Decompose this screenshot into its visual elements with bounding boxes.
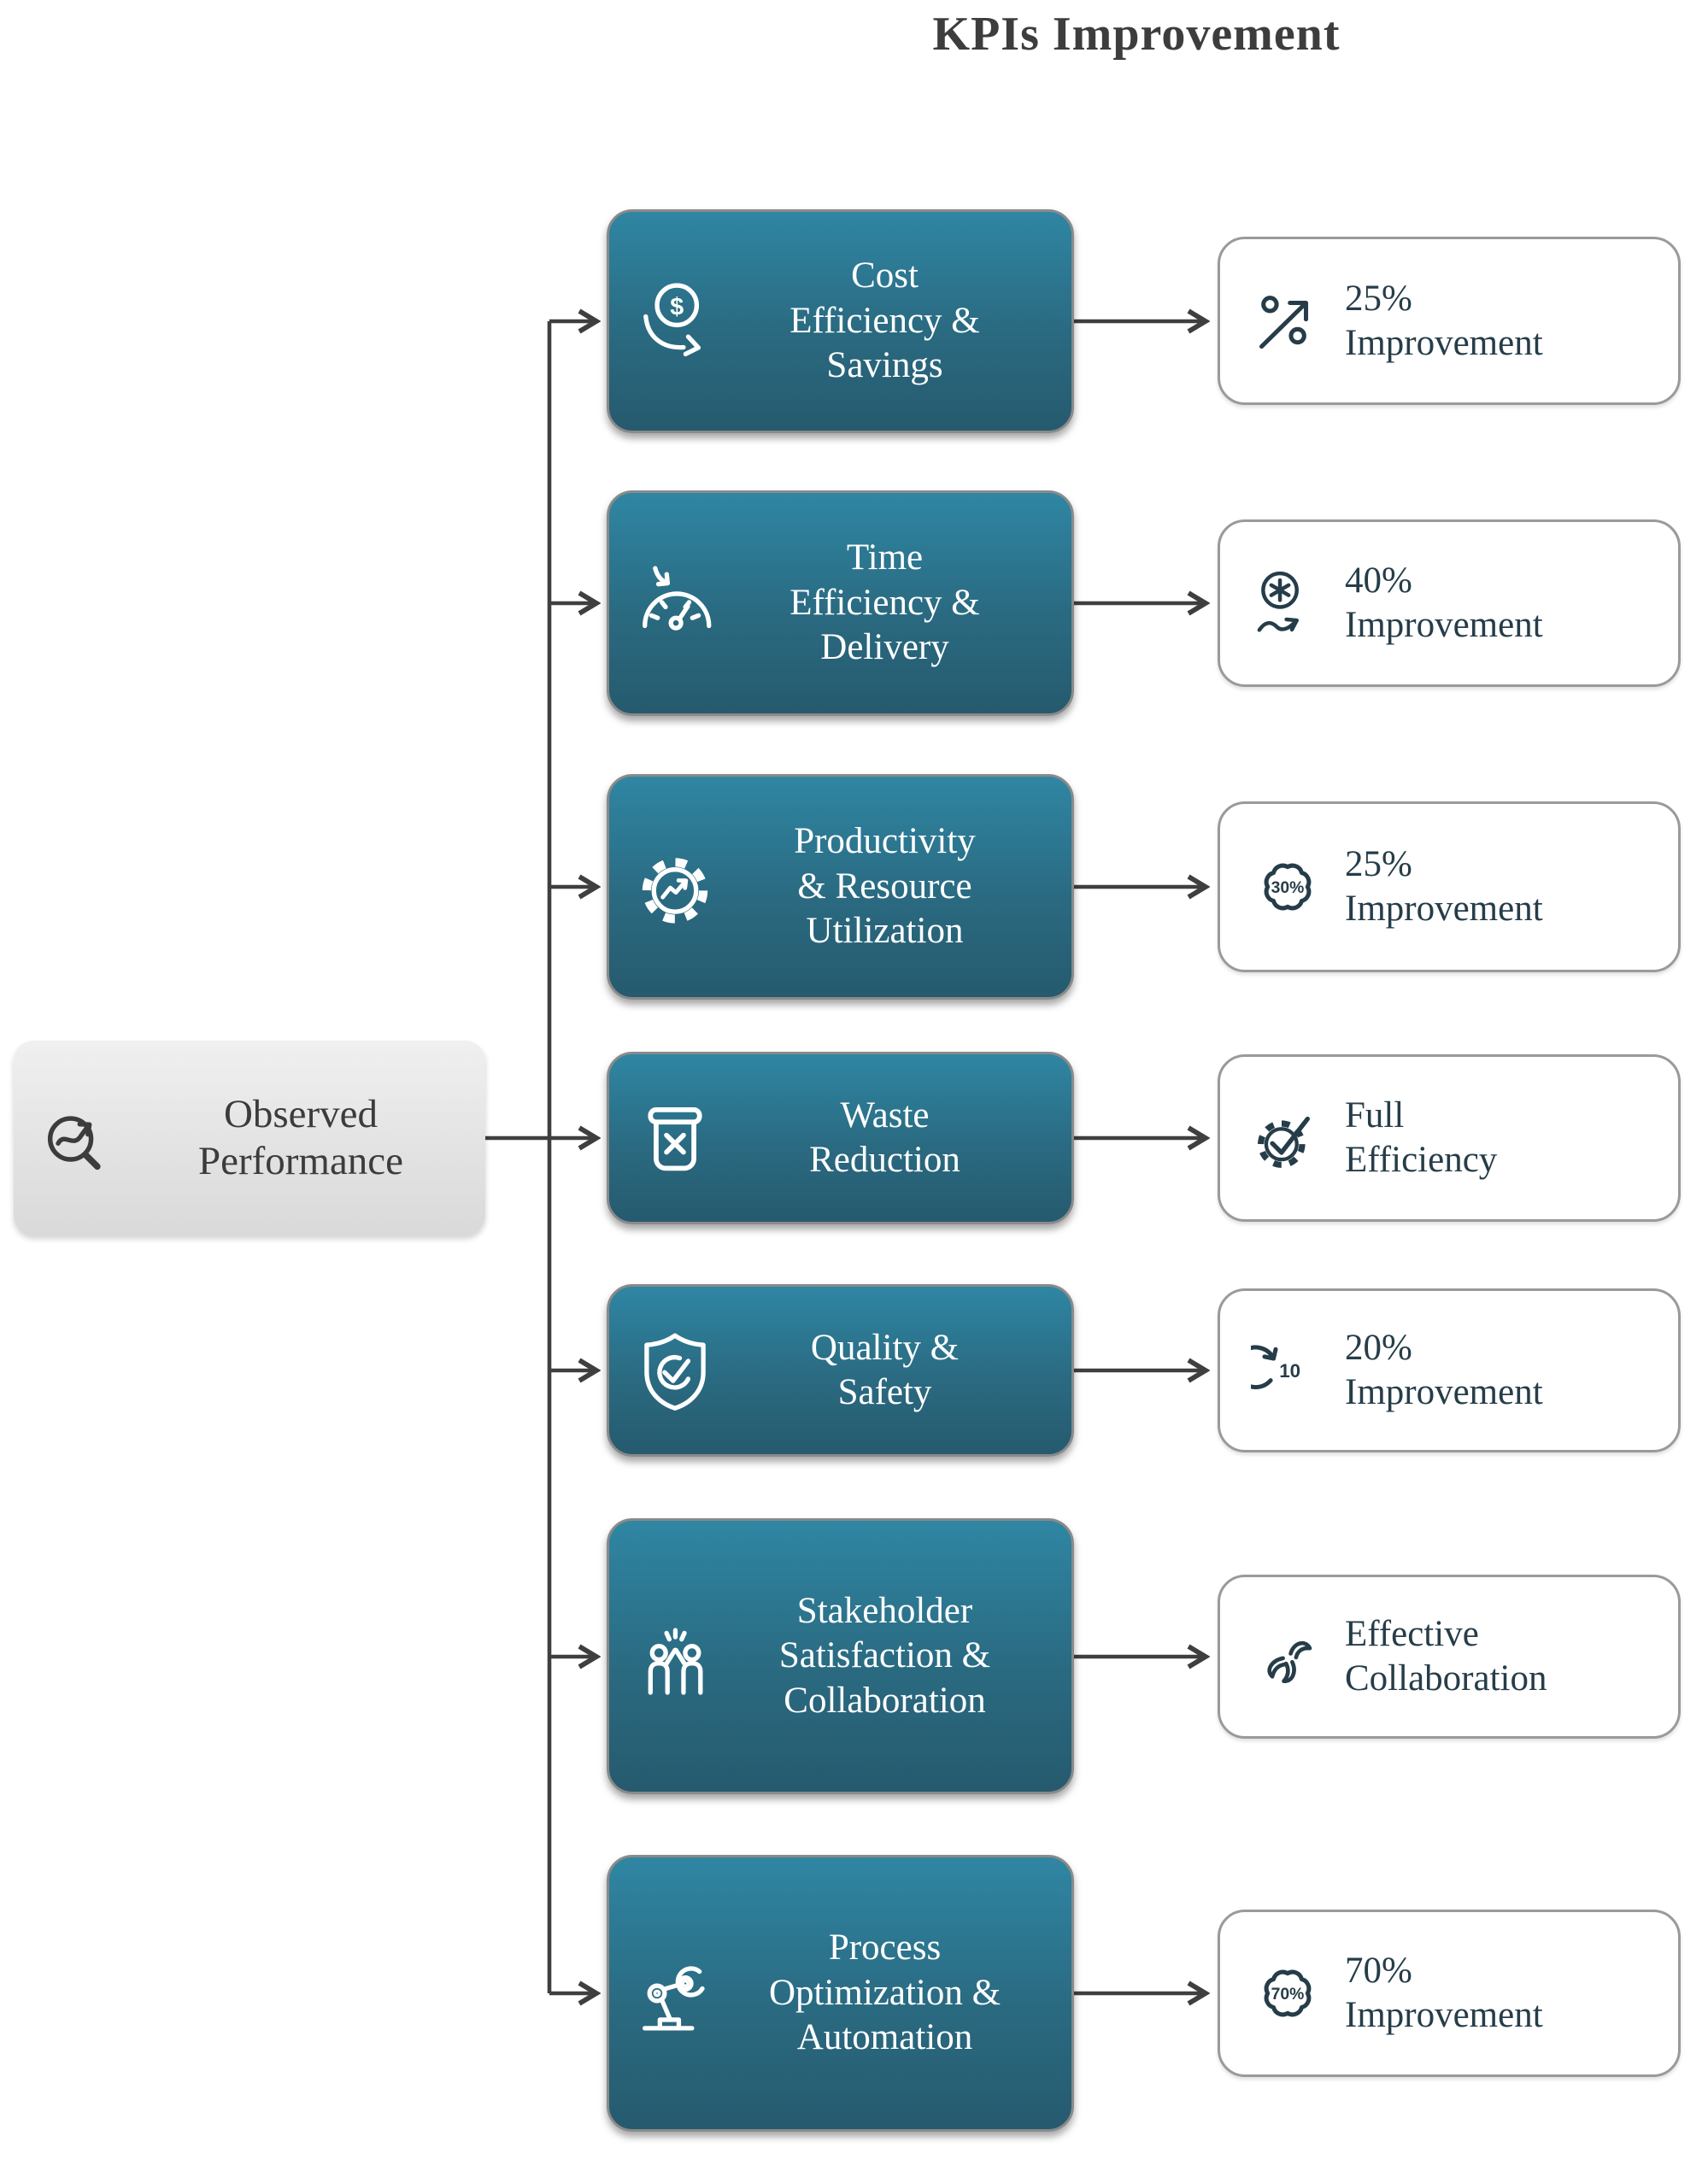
kpi-label-stakeholder: Stakeholder Satisfaction & Collaboration <box>778 1590 991 1721</box>
badge-70-icon: 70% <box>1251 1957 1324 2030</box>
result-box-time-efficiency: 40% Improvement <box>1218 519 1681 687</box>
kpi-label-waste-reduction: Waste Reduction <box>809 1094 960 1180</box>
collaboration-hands-icon <box>1251 1620 1324 1693</box>
badge-70-text: 70% <box>1271 1985 1305 2004</box>
percent-up-icon <box>1251 285 1324 358</box>
result-box-waste-reduction: Full Efficiency <box>1218 1054 1681 1222</box>
asterisk-growth-icon <box>1251 566 1324 640</box>
kpi-label-time-efficiency: Time Efficiency & Delivery <box>789 537 980 668</box>
kpi-box-process-optimization: Process Optimization & Automation <box>607 1855 1074 2132</box>
kpi-label-productivity: Productivity & Resource Utilization <box>794 821 976 952</box>
badge-30-text: 30% <box>1271 878 1305 897</box>
result-label-cost-efficiency: 25% Improvement <box>1345 278 1543 363</box>
kpi-box-cost-efficiency: $ Cost Efficiency & Savings <box>607 209 1074 433</box>
result-box-process-optimization: 70% 70% Improvement <box>1218 1910 1681 2077</box>
cost-decrease-icon: $ <box>630 276 720 367</box>
rotate-10-icon: 10 <box>1251 1334 1324 1407</box>
kpi-label-process-optimization: Process Optimization & Automation <box>768 1927 1001 2058</box>
kpi-label-cost-efficiency: Cost Efficiency & Savings <box>789 255 980 386</box>
kpi-box-waste-reduction: Waste Reduction <box>607 1052 1074 1224</box>
result-box-productivity: 30% 25% Improvement <box>1218 801 1681 972</box>
trash-x-icon <box>630 1093 720 1183</box>
magnifier-trend-icon <box>36 1095 121 1181</box>
team-highfive-icon <box>630 1611 720 1702</box>
result-box-stakeholder: Effective Collaboration <box>1218 1575 1681 1739</box>
robot-arm-icon <box>630 1948 720 2039</box>
kpi-label-quality-safety: Quality & Safety <box>810 1327 960 1412</box>
dollar-glyph: $ <box>670 293 684 320</box>
result-label-stakeholder: Effective Collaboration <box>1345 1614 1547 1699</box>
result-label-time-efficiency: 40% Improvement <box>1345 560 1543 645</box>
badge-30-icon: 30% <box>1251 850 1324 924</box>
gear-check-icon <box>1251 1101 1324 1175</box>
kpi-box-productivity: Productivity & Resource Utilization <box>607 774 1074 1000</box>
speedometer-decrease-icon <box>630 558 720 648</box>
gear-chart-icon <box>630 842 720 932</box>
result-label-productivity: 25% Improvement <box>1345 844 1543 929</box>
source-node-observed-performance: Observed Performance <box>14 1041 485 1235</box>
result-label-quality-safety: 20% Improvement <box>1345 1328 1543 1412</box>
rotate-10-text: 10 <box>1279 1360 1300 1382</box>
result-box-cost-efficiency: 25% Improvement <box>1218 237 1681 405</box>
result-label-waste-reduction: Full Efficiency <box>1345 1095 1498 1180</box>
shield-check-icon <box>630 1325 720 1416</box>
kpi-box-stakeholder: Stakeholder Satisfaction & Collaboration <box>607 1518 1074 1794</box>
result-box-quality-safety: 10 20% Improvement <box>1218 1288 1681 1452</box>
kpi-box-quality-safety: Quality & Safety <box>607 1284 1074 1457</box>
source-node-label: Observed Performance <box>197 1091 404 1183</box>
result-label-process-optimization: 70% Improvement <box>1345 1951 1543 2035</box>
page-title: KPIs Improvement <box>932 8 1341 61</box>
kpi-box-time-efficiency: Time Efficiency & Delivery <box>607 490 1074 716</box>
